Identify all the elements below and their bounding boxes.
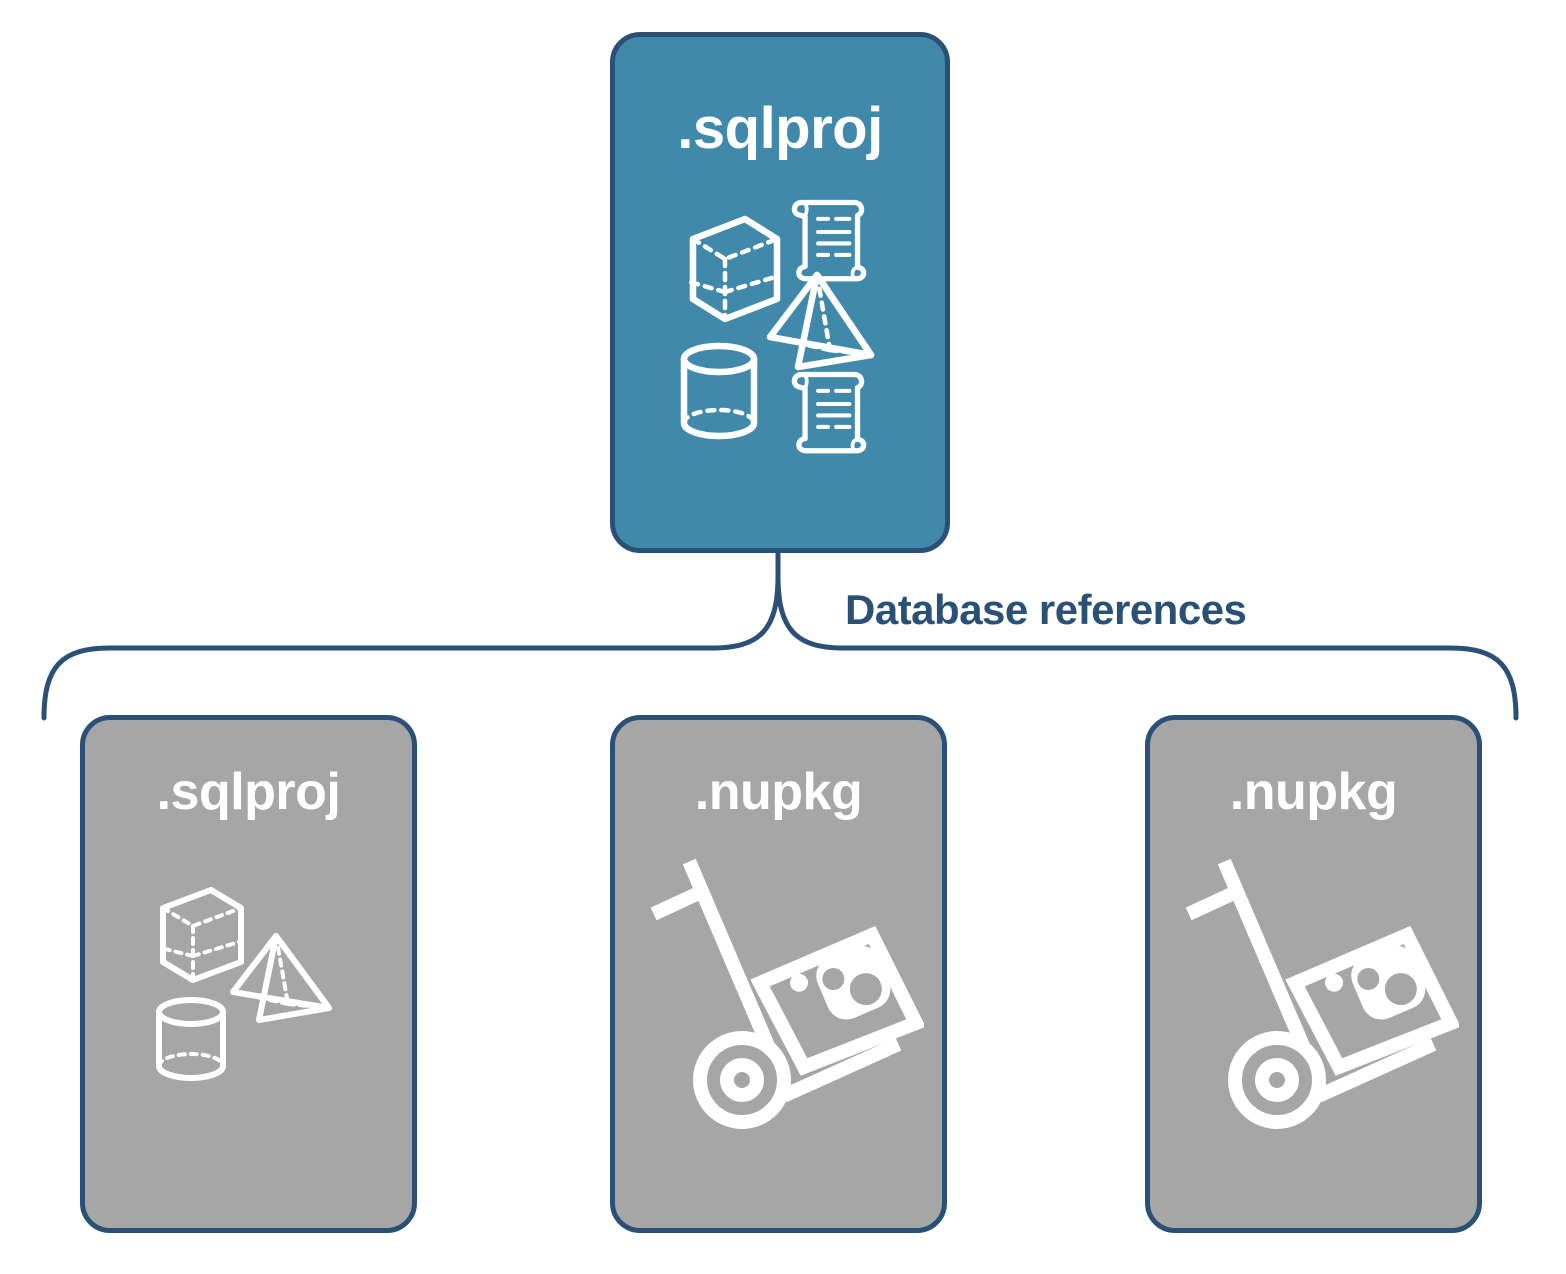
cylinder-icon [680,342,758,440]
node-ref-nupkg-2[interactable]: .nupkg [1145,715,1482,1233]
scroll-icon [791,371,867,454]
sqlproj-shapes-group [156,887,332,1081]
cube-icon [687,215,781,323]
hand-truck-package-icon [650,858,924,1129]
cube-icon [159,887,244,983]
node-root-sqlproj-art [615,187,945,467]
pyramid-icon [766,271,875,371]
node-root-sqlproj-label: .sqlproj [677,96,883,161]
connector-label: Database references [845,586,1247,633]
node-ref-nupkg-1-label: .nupkg [694,763,863,821]
sqlproj-shapes-group [680,199,875,454]
hand-truck-package-icon [1185,858,1459,1129]
nuget-logo-holes [821,967,882,1006]
node-ref-nupkg-1[interactable]: .nupkg [610,715,947,1233]
brace-path [41,550,1519,721]
nuget-logo-holes [1356,967,1417,1006]
node-ref-nupkg-1-art [615,845,942,1135]
node-ref-sqlproj-label: .sqlproj [156,763,341,821]
node-ref-nupkg-2-art [1150,845,1477,1135]
cylinder-icon [156,997,226,1081]
node-root-sqlproj[interactable]: .sqlproj [610,32,950,553]
node-ref-nupkg-2-label: .nupkg [1229,763,1398,821]
node-ref-sqlproj[interactable]: .sqlproj [80,715,417,1233]
pyramid-icon [230,933,332,1023]
node-ref-sqlproj-art [85,870,412,1090]
scroll-icon [791,199,867,282]
